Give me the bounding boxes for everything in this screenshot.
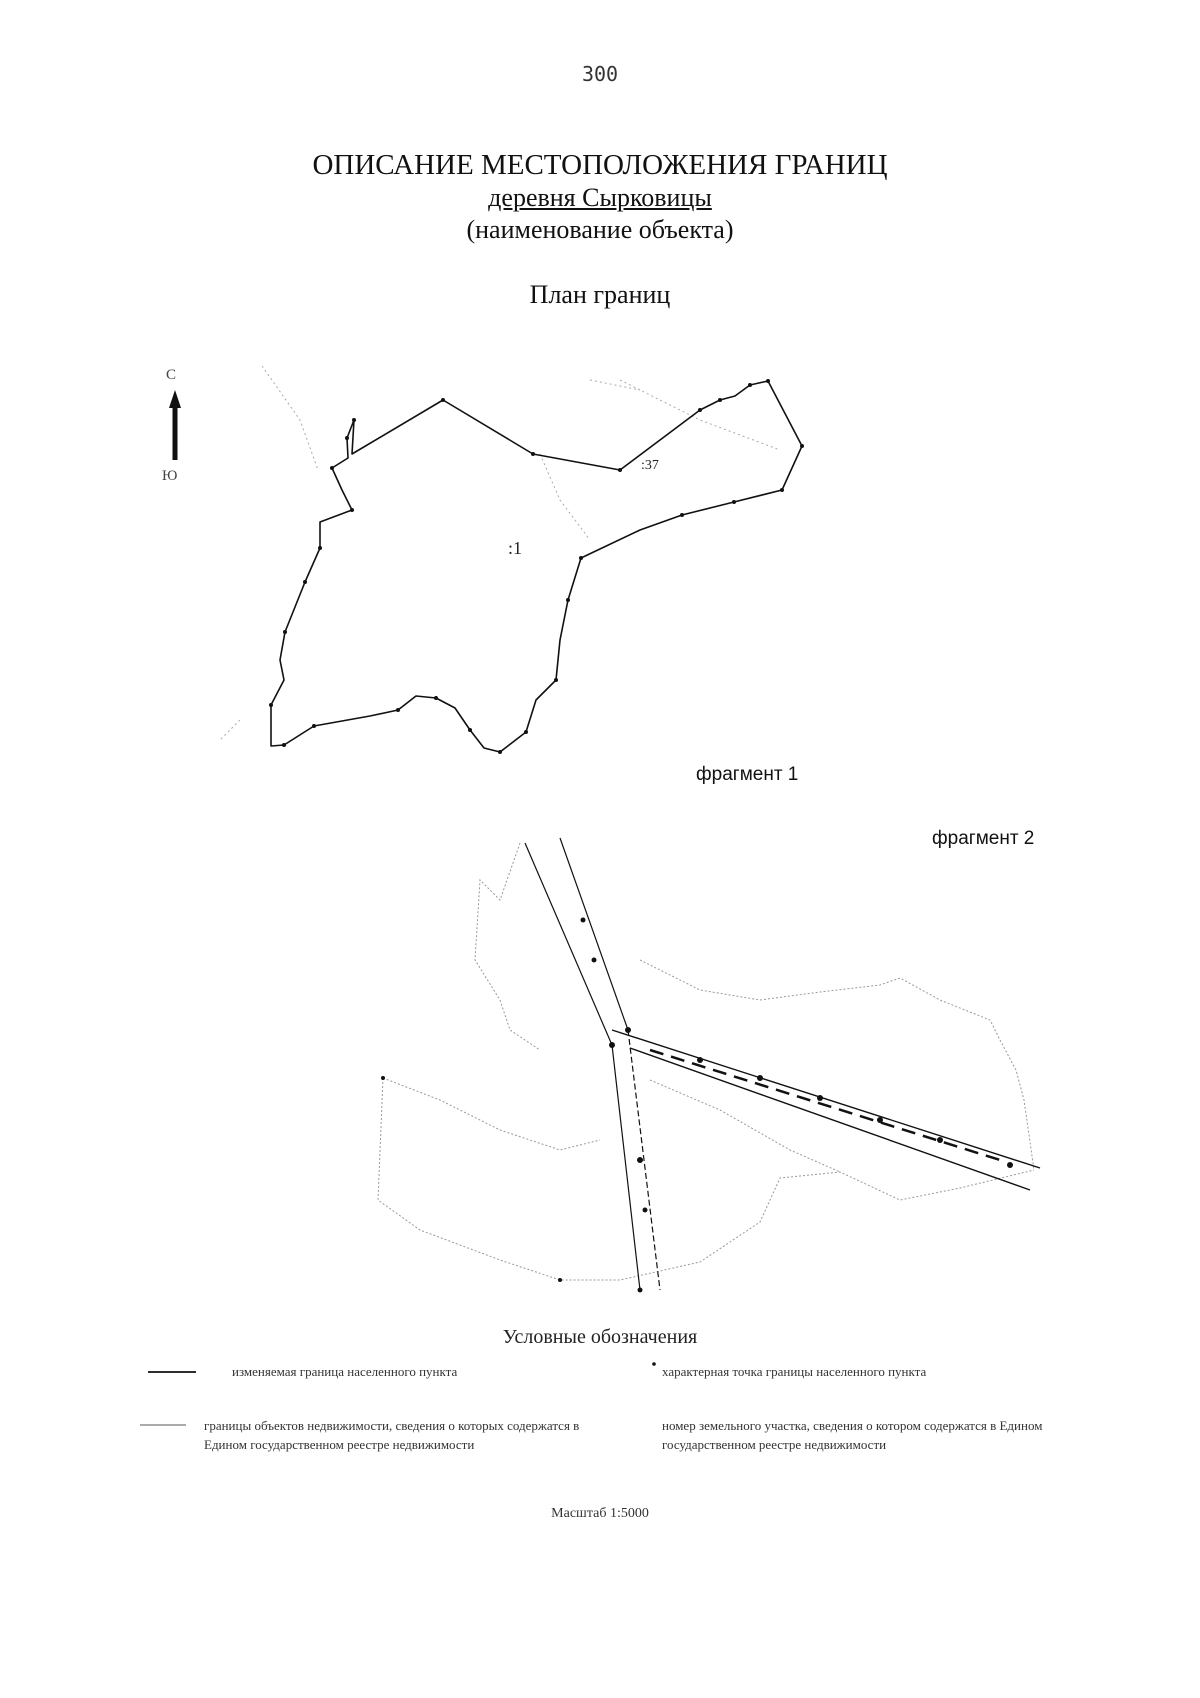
page-number: 300 xyxy=(581,62,619,86)
fragment-1-parcel-label: :1 xyxy=(508,538,523,558)
fragment-1-points xyxy=(269,379,804,754)
legend-item-parcel-number: номер земельного участка, сведения о кот… xyxy=(662,1418,1043,1452)
legend-item-parcel-boundaries: границы объектов недвижимости, сведения … xyxy=(204,1418,580,1452)
legend-item-boundary: изменяемая граница населенного пункта xyxy=(232,1364,458,1379)
north-arrow-icon xyxy=(169,390,181,460)
north-letter-bottom: Ю xyxy=(162,468,178,484)
fragment-2-label: фрагмент 2 xyxy=(932,828,1035,849)
fragment-2-points xyxy=(381,917,1013,1293)
object-name: деревня Сырковицы xyxy=(488,183,712,212)
legend-title: Условные обозначения xyxy=(502,1326,698,1348)
fragment-2-parcels xyxy=(377,842,1035,1281)
object-caption: (наименование объекта) xyxy=(466,215,734,244)
title-block: ОПИСАНИЕ МЕСТОПОЛОЖЕНИЯ ГРАНИЦ деревня С… xyxy=(0,148,1200,246)
fragment-1-parcel-label-2: :37 xyxy=(641,458,659,473)
north-letter-top: С xyxy=(166,367,177,383)
legend-item-point: характерная точка границы населенного пу… xyxy=(662,1364,927,1379)
plan-title: План границ xyxy=(529,280,671,309)
map-scale: Масштаб 1:5000 xyxy=(551,1506,649,1521)
fragment-2-roads xyxy=(524,837,1041,1291)
legend-point-icon xyxy=(652,1362,656,1366)
document-title: ОПИСАНИЕ МЕСТОПОЛОЖЕНИЯ ГРАНИЦ xyxy=(312,149,888,181)
fragment-1-boundary xyxy=(270,380,803,753)
fragment-1-parcels xyxy=(219,365,781,741)
fragment-1-label: фрагмент 1 xyxy=(696,764,799,785)
